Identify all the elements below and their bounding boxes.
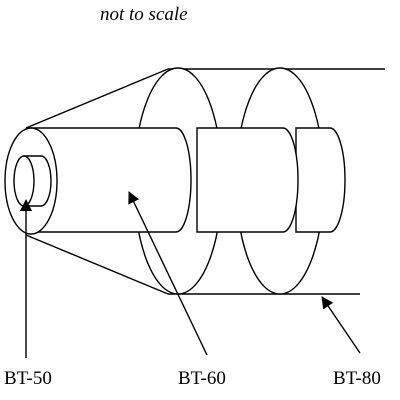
scale-note: not to scale bbox=[100, 4, 188, 25]
label-bt50: BT-50 bbox=[4, 368, 52, 389]
label-bt80: BT-80 bbox=[333, 368, 381, 389]
transition-bottom-line bbox=[25, 234, 169, 295]
bt60-arrow bbox=[128, 191, 208, 356]
inner-tube-mid-segment bbox=[196, 127, 299, 233]
label-bt60: BT-60 bbox=[178, 368, 226, 389]
bt80-arrow bbox=[321, 296, 361, 354]
transition-top-line bbox=[25, 68, 169, 129]
bt60-tube bbox=[30, 127, 192, 233]
bt50-end-face bbox=[13, 155, 35, 207]
inner-tube-rear-segment bbox=[295, 127, 346, 233]
